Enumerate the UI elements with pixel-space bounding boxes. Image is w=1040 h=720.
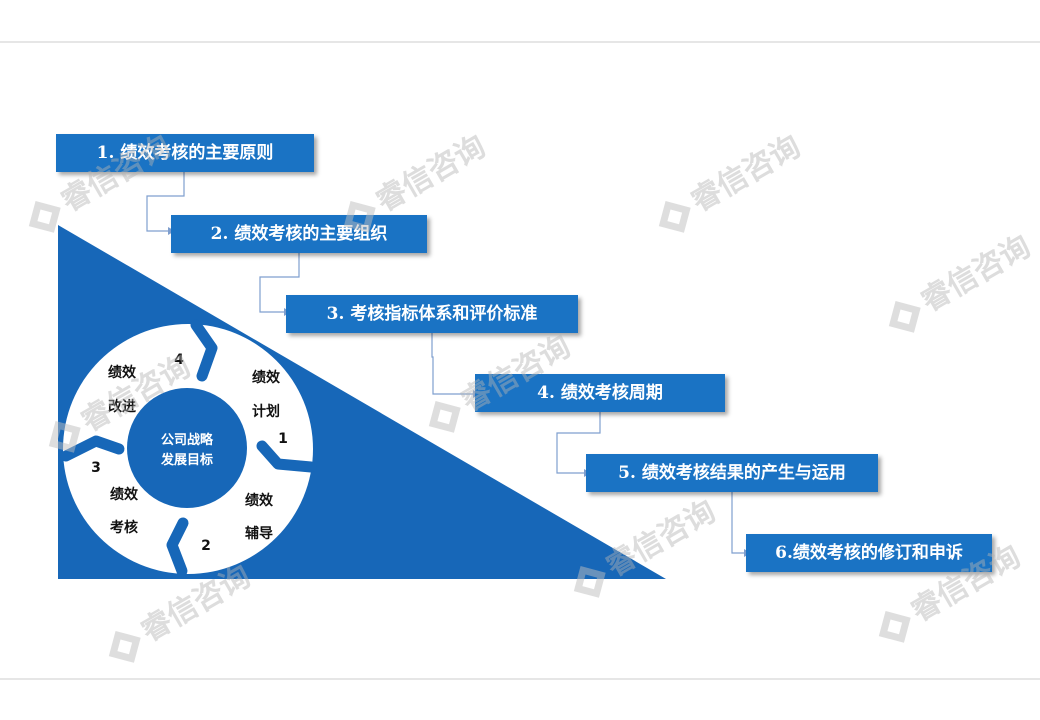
cycle-center xyxy=(127,388,247,508)
segment-4-number: 4 xyxy=(174,352,184,368)
center-label-line1: 公司战略 xyxy=(161,432,214,448)
cycle-separators xyxy=(60,319,317,577)
segment-2-line2: 辅导 xyxy=(245,525,273,542)
segment-3-line1: 绩效 xyxy=(110,486,139,503)
connector-4-5 xyxy=(556,412,601,474)
segment-1-line2: 计划 xyxy=(252,403,280,420)
step-2-box: 2. 绩效考核的主要组织 xyxy=(171,215,427,253)
separator-top xyxy=(190,319,218,382)
segment-1-number: 1 xyxy=(278,431,288,447)
segment-4-line2: 改进 xyxy=(108,398,136,415)
center-label-line2: 发展目标 xyxy=(160,452,213,468)
step-5-box: 5. 绩效考核结果的产生与运用 xyxy=(586,454,878,492)
separator-left xyxy=(60,435,125,462)
performance-cycle: 公司战略 发展目标 绩效 计划 1 绩效 辅导 2 3 绩效 考核 4 绩效 改… xyxy=(60,319,317,577)
connector-3-4 xyxy=(431,333,473,395)
top-divider xyxy=(0,41,1040,43)
connector-5-6 xyxy=(731,492,744,554)
segment-3-number: 3 xyxy=(91,460,101,476)
segment-3-line2: 考核 xyxy=(110,519,138,536)
step-1-box: 1. 绩效考核的主要原则 xyxy=(56,134,314,172)
segment-2-number: 2 xyxy=(201,538,211,554)
step-4-box: 4. 绩效考核周期 xyxy=(475,374,725,412)
segment-4-line1: 绩效 xyxy=(108,364,137,381)
step-connectors xyxy=(146,172,744,554)
connector-2-3 xyxy=(259,253,300,313)
step-6-box: 6.绩效考核的修订和申诉 xyxy=(746,534,992,572)
separator-right xyxy=(256,440,317,473)
step-3-box: 3. 考核指标体系和评价标准 xyxy=(286,295,578,333)
separator-bottom xyxy=(166,517,189,577)
segment-1-line1: 绩效 xyxy=(252,369,281,386)
connector-1-2 xyxy=(146,172,185,232)
segment-2-line1: 绩效 xyxy=(245,492,274,509)
bottom-divider xyxy=(0,678,1040,680)
